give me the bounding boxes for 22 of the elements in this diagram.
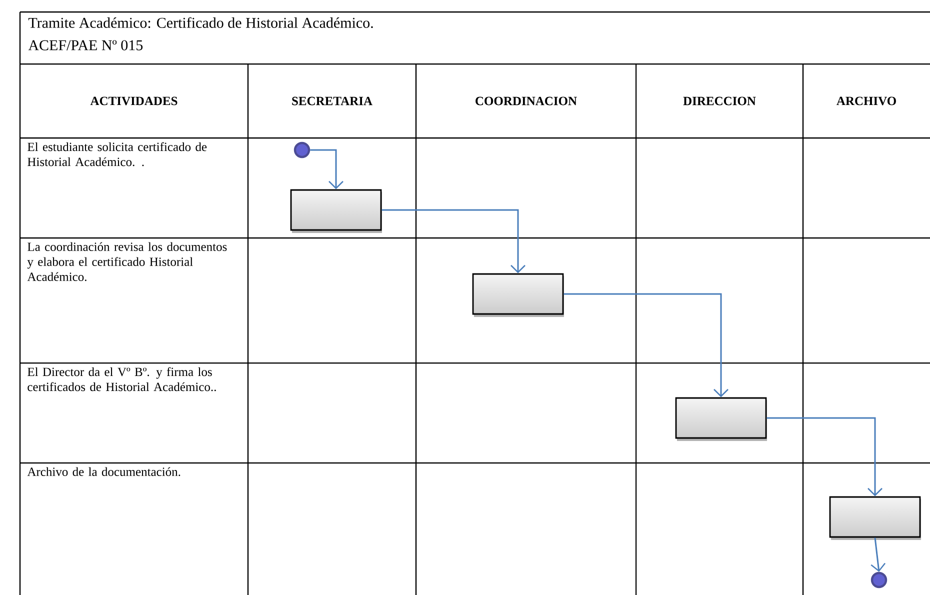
- arrow: [564, 293, 728, 398]
- activity-box: [472, 273, 564, 317]
- terminal-circle: [870, 572, 888, 588]
- column-header: ACTIVIDADES: [90, 96, 178, 106]
- arrow: [382, 209, 526, 274]
- activity-text: El Director da el Vº Bº. y firma los certificados de Historial Académico..: [28, 367, 216, 392]
- terminal-circle: [294, 142, 310, 158]
- arrow: [310, 149, 344, 190]
- document-code: ACEF/PAE Nº 015: [28, 40, 143, 50]
- activity-text: Archivo de la documentación.: [27, 467, 180, 476]
- arrow: [766, 417, 882, 496]
- column-header: COORDINACION: [476, 96, 577, 106]
- activity-box: [290, 189, 382, 233]
- title-text: Tramite Académico: Certificado de Historial Académico.: [28, 17, 373, 28]
- arrow: [870, 538, 886, 572]
- activity-text: El estudiante solicita certificado de Historial Académico. .: [28, 142, 207, 166]
- activity-box: [675, 397, 767, 441]
- column-header: DIRECCION: [683, 96, 756, 106]
- activity-box: [829, 496, 921, 540]
- activity-text: La coordinación revisa los documentos y elabora el certificado Historial Académico.: [27, 242, 227, 282]
- column-header: ARCHIVO: [836, 96, 896, 106]
- column-header: SECRETARIA: [292, 96, 372, 106]
